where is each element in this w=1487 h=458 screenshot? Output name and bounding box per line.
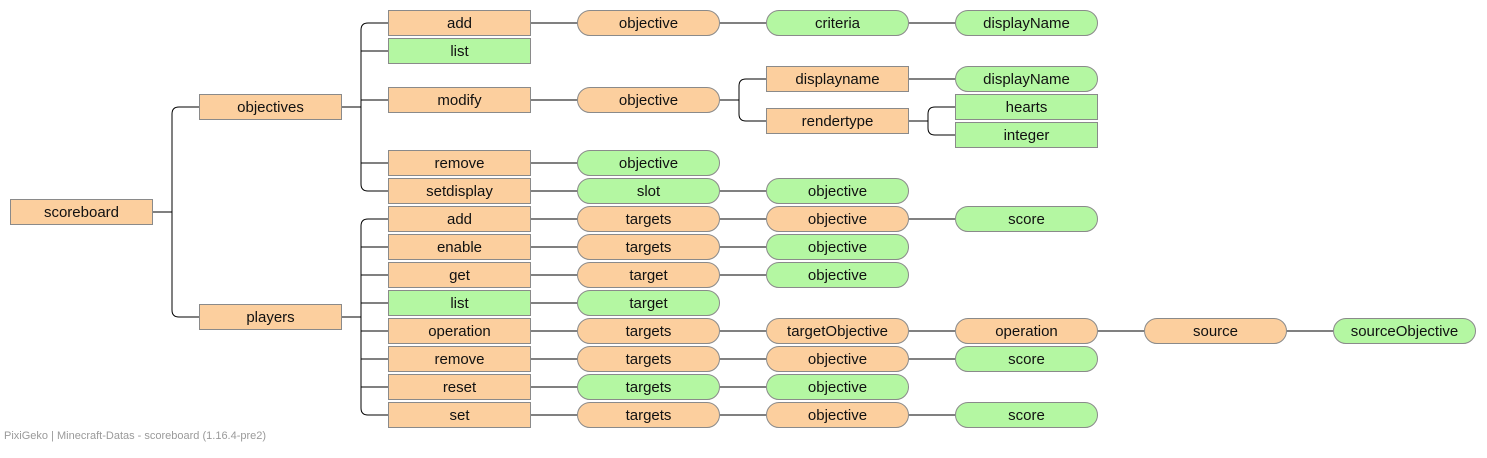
argument-node-display-name: displayName: [955, 66, 1098, 92]
literal-node-displayname: displayname: [766, 66, 909, 92]
argument-node-objective: objective: [766, 374, 909, 400]
literal-node-remove: remove: [388, 150, 531, 176]
connector-branch: [360, 407, 388, 416]
literal-node-setdisplay: setdisplay: [388, 178, 531, 204]
argument-node-source: source: [1144, 318, 1287, 344]
literal-node-list: list: [388, 290, 531, 316]
literal-node-rendertype: rendertype: [766, 108, 909, 134]
argument-node-objective: objective: [577, 150, 720, 176]
literal-node-add: add: [388, 206, 531, 232]
argument-node-criteria: criteria: [766, 10, 909, 36]
argument-node-score: score: [955, 346, 1098, 372]
literal-node-remove: remove: [388, 346, 531, 372]
argument-node-objective: objective: [766, 234, 909, 260]
argument-node-slot: slot: [577, 178, 720, 204]
argument-node-score: score: [955, 206, 1098, 232]
argument-node-targets: targets: [577, 206, 720, 232]
connector-branch: [360, 183, 388, 192]
argument-node-targets: targets: [577, 234, 720, 260]
literal-node-operation: operation: [388, 318, 531, 344]
connector-branch: [738, 78, 766, 87]
connector-branch: [738, 113, 766, 122]
connector-branch: [171, 309, 199, 318]
argument-node-targets: targets: [577, 402, 720, 428]
argument-node-target: target: [577, 290, 720, 316]
connector-branch: [360, 218, 388, 227]
connector-branch: [927, 127, 955, 136]
literal-node-objectives: objectives: [199, 94, 342, 120]
literal-node-modify: modify: [388, 87, 531, 113]
footer-credit: PixiGeko | Minecraft-Datas - scoreboard …: [4, 430, 267, 442]
literal-node-set: set: [388, 402, 531, 428]
argument-node-score: score: [955, 402, 1098, 428]
argument-node-target: target: [577, 262, 720, 288]
connector-branch: [360, 22, 388, 31]
argument-node-objective: objective: [577, 10, 720, 36]
argument-node-objective: objective: [766, 262, 909, 288]
literal-node-hearts: hearts: [955, 94, 1098, 120]
literal-node-get: get: [388, 262, 531, 288]
argument-node-objective: objective: [577, 87, 720, 113]
argument-node-objective: objective: [766, 178, 909, 204]
literal-node-scoreboard: scoreboard: [10, 199, 153, 225]
argument-node-targets: targets: [577, 346, 720, 372]
argument-node-targets: targets: [577, 374, 720, 400]
literal-node-players: players: [199, 304, 342, 330]
literal-node-add: add: [388, 10, 531, 36]
literal-node-integer: integer: [955, 122, 1098, 148]
argument-node-source-objective: sourceObjective: [1333, 318, 1476, 344]
connector-branch: [927, 106, 955, 115]
argument-node-operation: operation: [955, 318, 1098, 344]
literal-node-reset: reset: [388, 374, 531, 400]
argument-node-display-name: displayName: [955, 10, 1098, 36]
literal-node-list: list: [388, 38, 531, 64]
argument-node-targets: targets: [577, 318, 720, 344]
argument-node-objective: objective: [766, 346, 909, 372]
argument-node-objective: objective: [766, 206, 909, 232]
connector-branch: [171, 106, 199, 115]
argument-node-objective: objective: [766, 402, 909, 428]
literal-node-enable: enable: [388, 234, 531, 260]
argument-node-target-objective: targetObjective: [766, 318, 909, 344]
